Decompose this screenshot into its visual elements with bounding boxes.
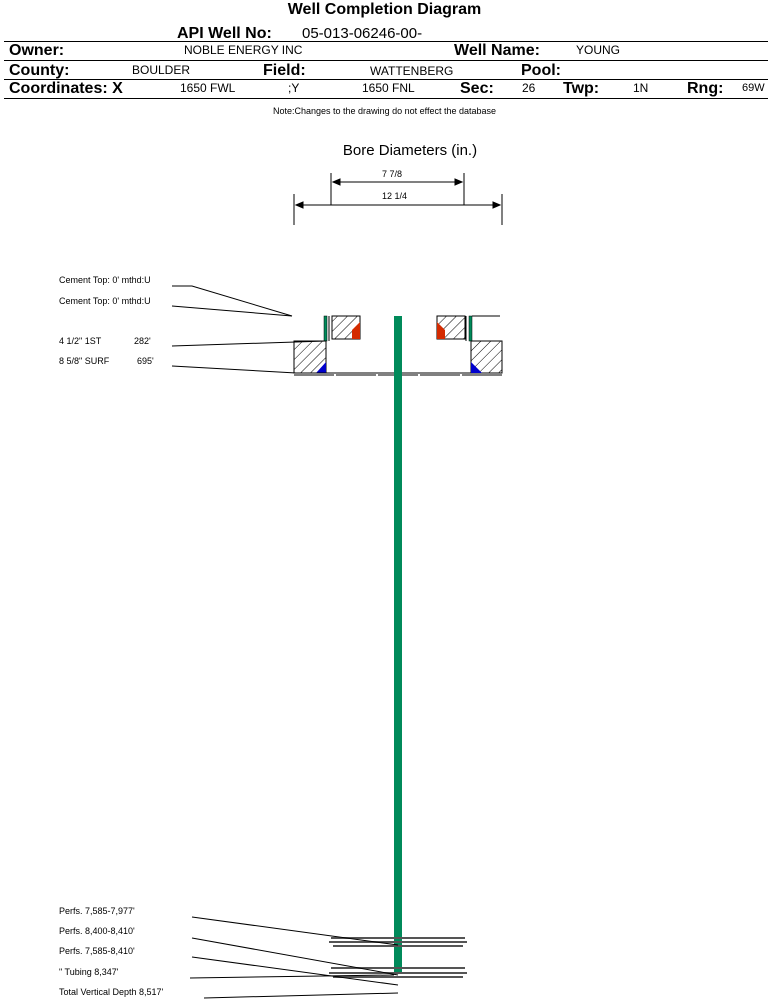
field-label: Field: [263, 62, 306, 79]
total-depth-label: Total Vertical Depth 8,517' [59, 987, 164, 997]
tubing-label: " Tubing 8,347' [59, 967, 119, 977]
header-rule-1 [4, 41, 768, 42]
county-value: BOULDER [132, 63, 191, 77]
pool-label: Pool: [521, 62, 561, 79]
bore-dimension-inner [330, 173, 465, 205]
owner-value: NOBLE ENERGY INC [184, 43, 303, 57]
upper-string-right [436, 315, 500, 342]
header-rule-3 [4, 79, 768, 80]
well-name-label: Well Name: [454, 42, 540, 59]
perfs-label: Perfs. 7,585-7,977' [59, 906, 135, 916]
bore-diameters-title: Bore Diameters (in.) [342, 142, 478, 159]
perforation-marks [329, 937, 467, 978]
casing-depth-label: 282' [134, 336, 151, 346]
coord-x-label: Coordinates: X [9, 80, 123, 97]
casing-name-label: 8 5/8" SURF [59, 356, 110, 366]
well-name-value: YOUNG [576, 43, 621, 57]
field-value: WATTENBERG [370, 64, 454, 78]
owner-label: Owner: [9, 42, 65, 59]
coord-y-value: 1650 FNL [362, 81, 415, 95]
coord-y-label: ;Y [288, 81, 300, 95]
twp-label: Twp: [563, 80, 600, 97]
cement-top-label: Cement Top: 0' mthd:U [59, 296, 151, 306]
rng-value: 69W [742, 82, 765, 94]
rng-label: Rng: [687, 80, 724, 97]
diagram-title: Well Completion Diagram [287, 1, 482, 18]
twp-value: 1N [633, 81, 649, 95]
api-label: API Well No: [177, 25, 272, 42]
perfs-label: Perfs. 7,585-8,410' [59, 946, 135, 956]
tubing-string [394, 316, 402, 974]
casing-name-label: 4 1/2" 1ST [59, 336, 102, 346]
casing-depth-label: 695' [137, 356, 154, 366]
surface-casing-left [293, 340, 502, 374]
upper-string-left [323, 315, 361, 342]
perfs-label: Perfs. 8,400-8,410' [59, 926, 135, 936]
surface-casing-right [470, 340, 503, 374]
header-rule-4 [4, 98, 768, 99]
sec-label: Sec: [460, 80, 494, 97]
sec-value: 26 [522, 81, 536, 95]
county-label: County: [9, 62, 70, 79]
leader-lines-bottom [189, 916, 399, 999]
api-value: 05-013-06246-00- [302, 25, 423, 42]
header-rule-2 [4, 60, 768, 61]
coord-x-value: 1650 FWL [180, 81, 236, 95]
bore-inner-label: 7 7/8 [382, 169, 403, 179]
bore-dimension-outer [293, 194, 503, 225]
database-note: Note:Changes to the drawing do not effec… [273, 106, 496, 116]
cement-top-label: Cement Top: 0' mthd:U [59, 275, 151, 285]
bore-outer-label: 12 1/4 [382, 191, 408, 201]
